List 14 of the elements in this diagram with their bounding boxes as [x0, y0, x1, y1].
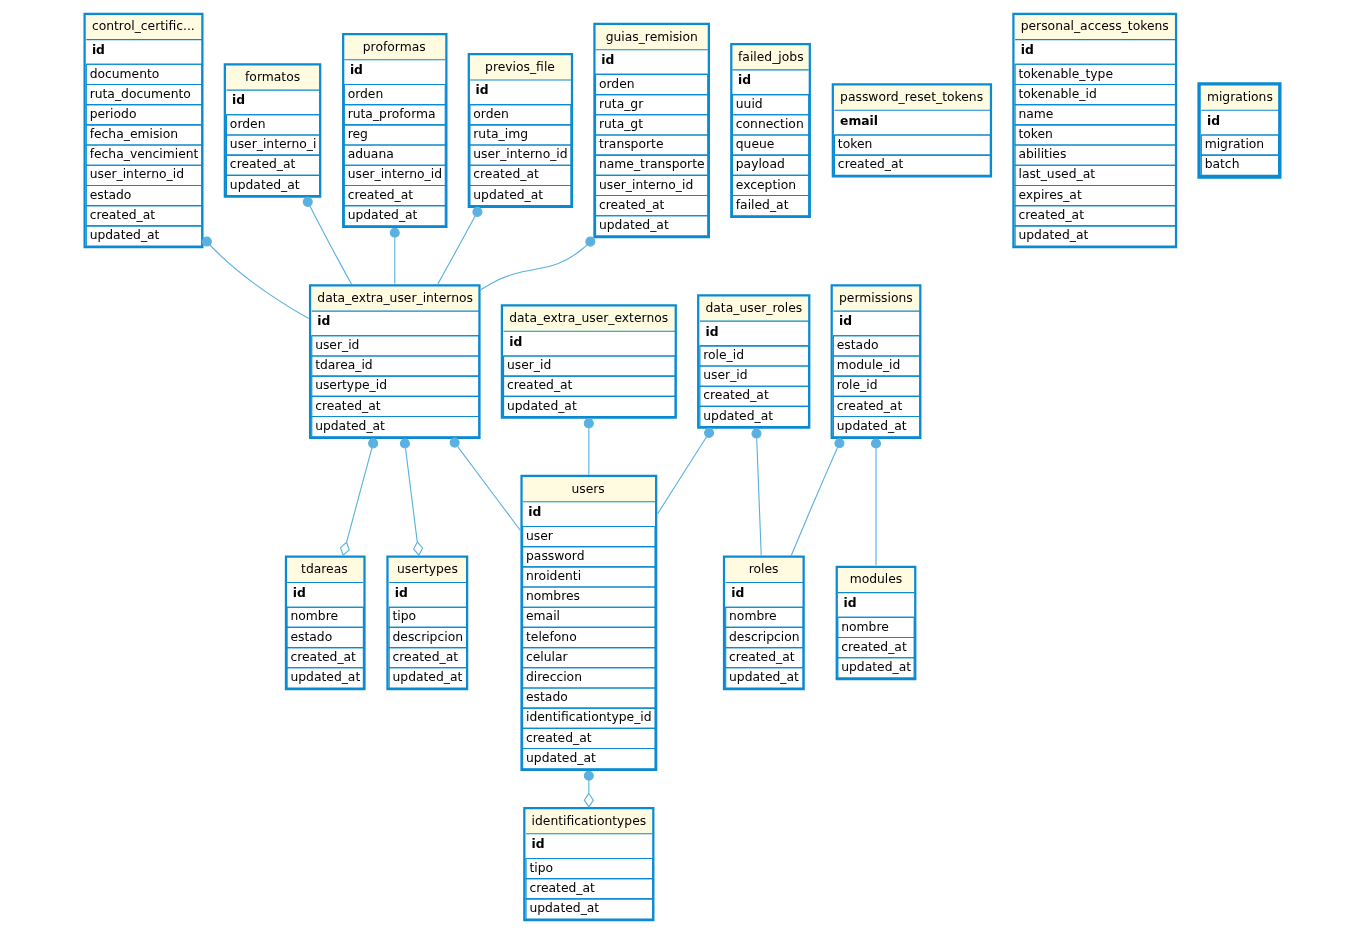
connector	[339, 438, 378, 557]
connector	[302, 196, 352, 285]
connector	[479, 236, 595, 291]
connector	[583, 770, 594, 808]
connector	[399, 438, 423, 557]
connector	[449, 437, 521, 531]
connector	[750, 428, 762, 557]
connector	[790, 438, 844, 556]
connector	[389, 227, 400, 285]
connector	[656, 427, 714, 515]
connector	[870, 438, 881, 566]
connector	[201, 236, 309, 320]
connector	[436, 206, 482, 285]
connector	[583, 418, 594, 476]
